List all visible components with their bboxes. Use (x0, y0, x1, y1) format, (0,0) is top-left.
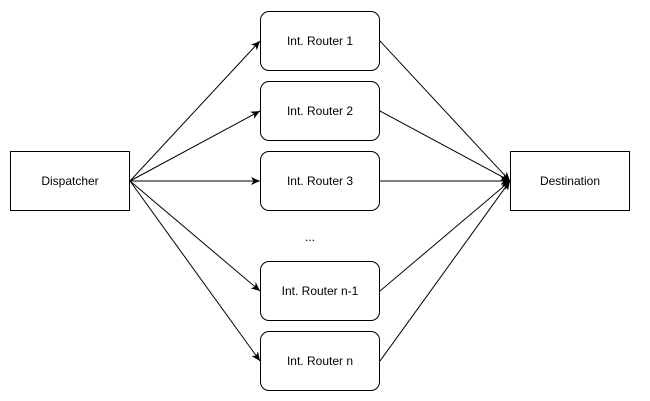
router-n-minus-1-node: Int. Router n-1 (260, 261, 380, 321)
dispatcher-label: Dispatcher (41, 174, 99, 188)
router-1-label: Int. Router 1 (286, 34, 354, 48)
ellipsis-label: ... (304, 230, 315, 244)
edge-router-1-to-destination (379, 40, 511, 182)
router-n-minus-1-label: Int. Router n-1 (281, 284, 359, 298)
edge-dispatcher-to-router-1 (129, 40, 261, 182)
destination-label: Destination (539, 174, 601, 188)
router-1-node: Int. Router 1 (260, 11, 380, 71)
edge-dispatcher-to-router-2 (129, 110, 261, 182)
dispatcher-node: Dispatcher (10, 151, 130, 211)
edge-dispatcher-to-router-n (129, 180, 261, 362)
router-3-node: Int. Router 3 (260, 151, 380, 211)
router-n-node: Int. Router n (260, 331, 380, 391)
edge-router-2-to-destination (379, 110, 511, 182)
edge-router-n-to-destination (379, 180, 511, 362)
router-2-node: Int. Router 2 (260, 81, 380, 141)
edge-dispatcher-to-router-n-minus-1 (129, 180, 261, 292)
edge-router-n-minus-1-to-destination (379, 180, 511, 292)
router-n-label: Int. Router n (286, 354, 354, 368)
router-3-label: Int. Router 3 (286, 174, 354, 188)
router-2-label: Int. Router 2 (286, 104, 354, 118)
destination-node: Destination (510, 151, 630, 211)
